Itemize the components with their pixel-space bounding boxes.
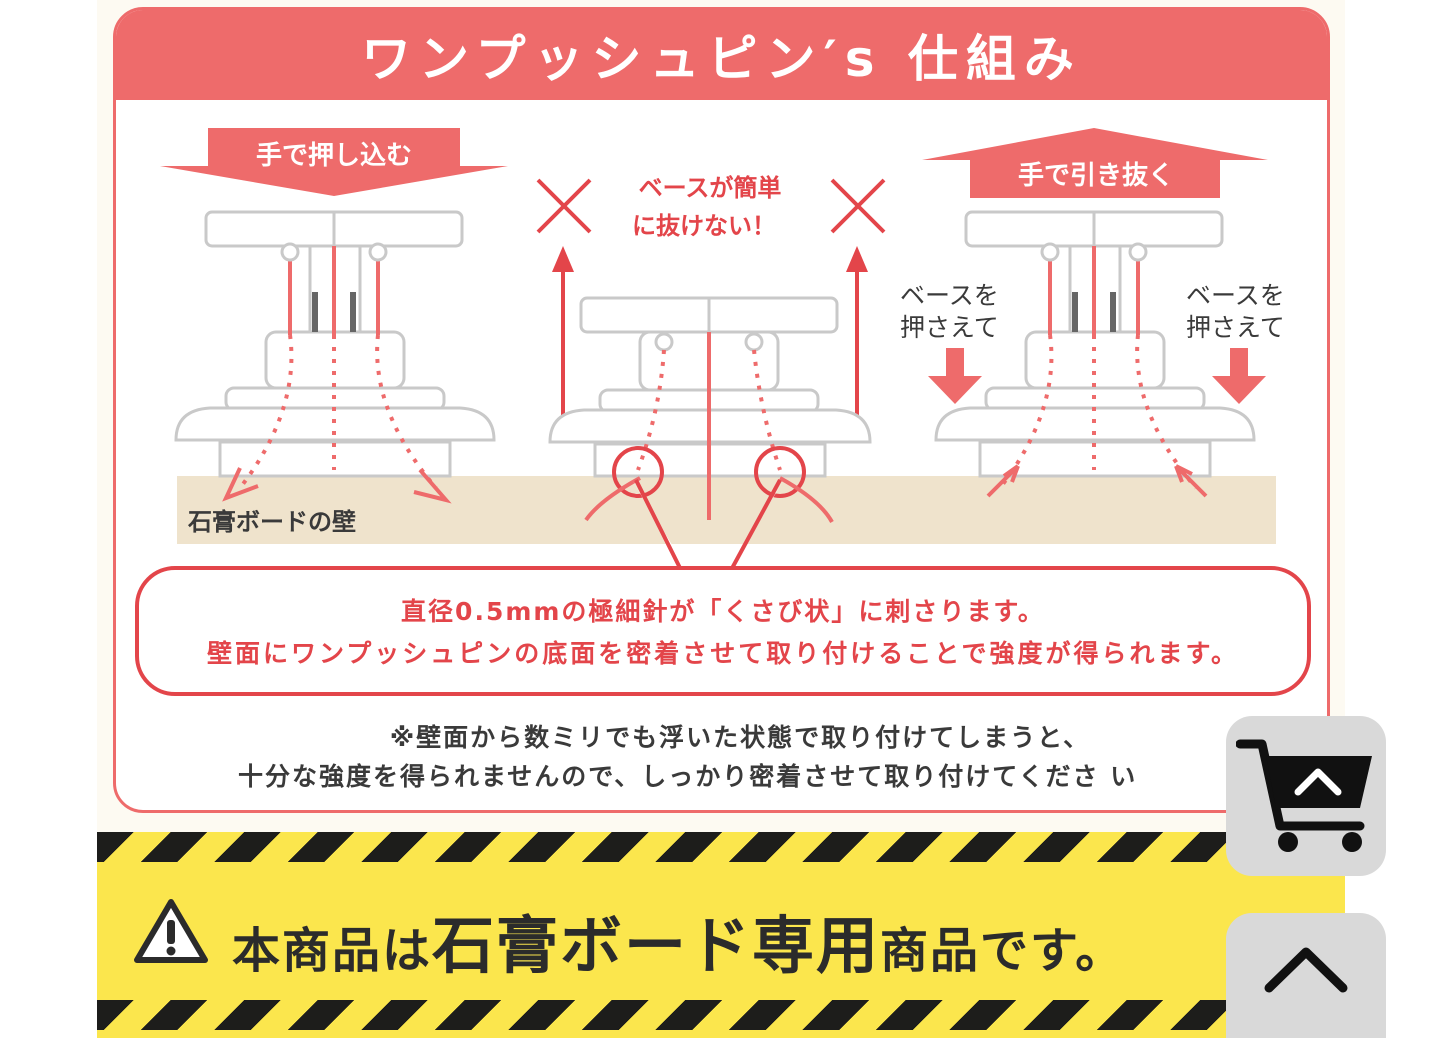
warning-suffix: 商品です。 — [880, 923, 1126, 979]
callout-line-2: 壁面にワンプッシュピンの底面を密着させて取り付けることで強度が得られます。 — [206, 639, 1239, 668]
pull-arrow — [922, 128, 1268, 198]
scroll-top-button[interactable] — [1226, 913, 1386, 1038]
pull-out-diagram — [922, 128, 1268, 498]
hold-right-label-1: ベースを — [1186, 281, 1285, 310]
center-label-1: ベースが簡単 — [639, 174, 782, 202]
push-arrow — [160, 128, 508, 196]
cart-up-icon — [1236, 739, 1372, 852]
warning-emphasis: 石膏ボード専用 — [432, 909, 881, 982]
note-line-1: ※壁面から数ミリでも浮いた状態で取り付けてしまうと、 — [389, 723, 1091, 752]
note-line-2: 十分な強度を得られませんので、しっかり密着させて取り付けてくださ い — [238, 762, 1138, 791]
hold-left-label-1: ベースを — [900, 281, 999, 310]
hold-right-label-2: 押さえて — [1186, 313, 1285, 342]
callout-line-1: 直径0.5mmの極細針が「くさび状」に刺さります。 — [401, 597, 1045, 626]
caution-stripe-bottom — [97, 1000, 1345, 1030]
warning-prefix: 本商品は — [232, 923, 433, 979]
gypsum-wall — [177, 476, 1276, 544]
base-hold-diagram — [536, 178, 886, 574]
center-label-2: に抜けない！ — [632, 212, 776, 240]
caution-stripe-top — [97, 832, 1345, 862]
callout-box: 直径0.5mmの極細針が「くさび状」に刺さります。 壁面にワンプッシュピンの底面… — [135, 566, 1311, 696]
warning-band — [97, 832, 1345, 1038]
warning-message: 本商品は石膏ボード専用商品です。 — [232, 895, 1125, 985]
page-title: ワンプッシュピン′s 仕組み — [361, 30, 1082, 88]
wall-label: 石膏ボードの壁 — [187, 508, 356, 536]
pull-label: 手で引き抜く — [1018, 161, 1174, 191]
warning-icon — [134, 899, 208, 963]
hold-left-label-2: 押さえて — [900, 313, 999, 342]
chevron-up-icon — [1264, 947, 1348, 993]
header-band: ワンプッシュピン′s 仕組み — [116, 10, 1327, 100]
push-in-diagram — [160, 128, 508, 504]
cart-button[interactable] — [1226, 716, 1386, 876]
push-label: 手で押し込む — [256, 141, 412, 171]
